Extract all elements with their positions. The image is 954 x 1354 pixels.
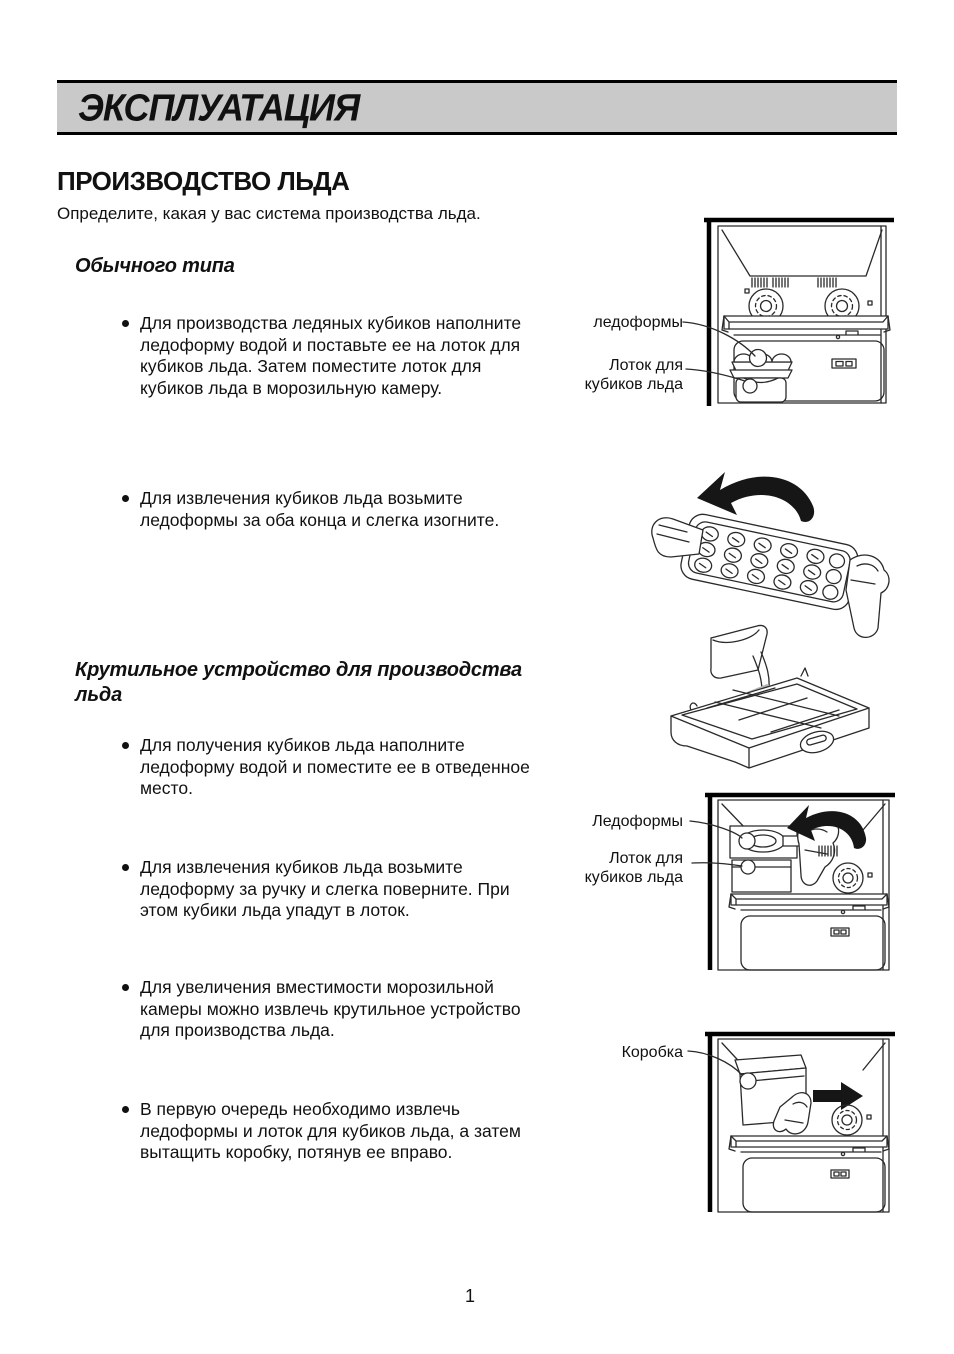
vent-grille [818,845,838,857]
callout-label-bin: Коробка [621,1044,683,1061]
vent-grille-left [751,277,789,288]
subsection-heading-twist: Крутильное устройство для производства л… [75,659,522,706]
cabinet-outline [717,799,890,971]
callout-label-normal-tray: ледоформы [593,314,683,331]
indicator-square [867,300,873,306]
ice-cube-tray [680,513,859,611]
bullet-item: Для извлечения кубиков льда возьмите лед… [120,488,610,531]
callout-anchor [742,378,758,394]
section-banner: ЭКСПЛУАТАЦИЯ [57,80,897,135]
right-hand [845,554,890,639]
label-plate [831,358,857,369]
cabinet-outline [717,1038,890,1213]
freezer-diagram-bin [705,1031,895,1213]
subsection-heading-normal: Обычного типа [75,255,235,277]
freezer-diagram-twist [705,792,895,971]
pivot-posts [689,667,809,711]
hand [772,1092,812,1135]
curved-arrow [697,472,815,522]
ceiling-perspective [721,229,883,277]
callout-anchor [740,859,756,875]
bullet-item: Для производства ледяных кубиков наполни… [120,313,610,399]
callout-label-normal-box: Лоток для кубиков льда [584,357,683,393]
bullet-item: Для извлечения кубиков льда возьмите лед… [120,857,610,922]
curved-arrow [787,805,867,849]
callout-label-twist-tray: Ледоформы [592,813,683,830]
callout-anchor [739,1072,757,1090]
bullet-item: Для увеличения вместимости морозильной к… [120,977,610,1042]
ice-cube-box [729,369,793,403]
callout-anchor [748,348,768,368]
freezer-shelf [728,1135,890,1157]
thermostat-dial [832,862,873,894]
label-plate [830,927,850,937]
freezer-diagram-normal [704,217,894,406]
indicator-square [744,288,750,294]
lower-basket [742,1157,886,1213]
freezer-shelf [721,315,891,340]
bullet-item: В первую очередь необходимо извлечь ледо… [120,1099,610,1164]
label-plate [830,1169,850,1179]
twist-ice-maker [670,667,870,769]
freezer-shelf [728,893,890,915]
page-number: 1 [464,1286,475,1306]
intro-text: Определите, какая у вас система производ… [57,204,481,223]
handle [799,730,835,754]
callout-anchor [738,832,756,850]
illustration-pour-water [670,624,870,769]
ice-cube-box [731,859,792,893]
vent-grille-right [817,277,837,288]
callout-label-twist-box: Лоток для кубиков льда [584,850,683,886]
lower-basket [740,915,886,971]
left-hand [651,517,704,558]
thermostat-dial [831,1104,872,1136]
illustration-twist-tray-hands [651,472,890,639]
bullet-item: Для получения кубиков льда наполните лед… [120,735,610,800]
banner-title: ЭКСПЛУАТАЦИЯ [78,85,360,129]
right-arrow [813,1082,863,1110]
page-title: ПРОИЗВОДСТВО ЛЬДА [57,166,350,196]
